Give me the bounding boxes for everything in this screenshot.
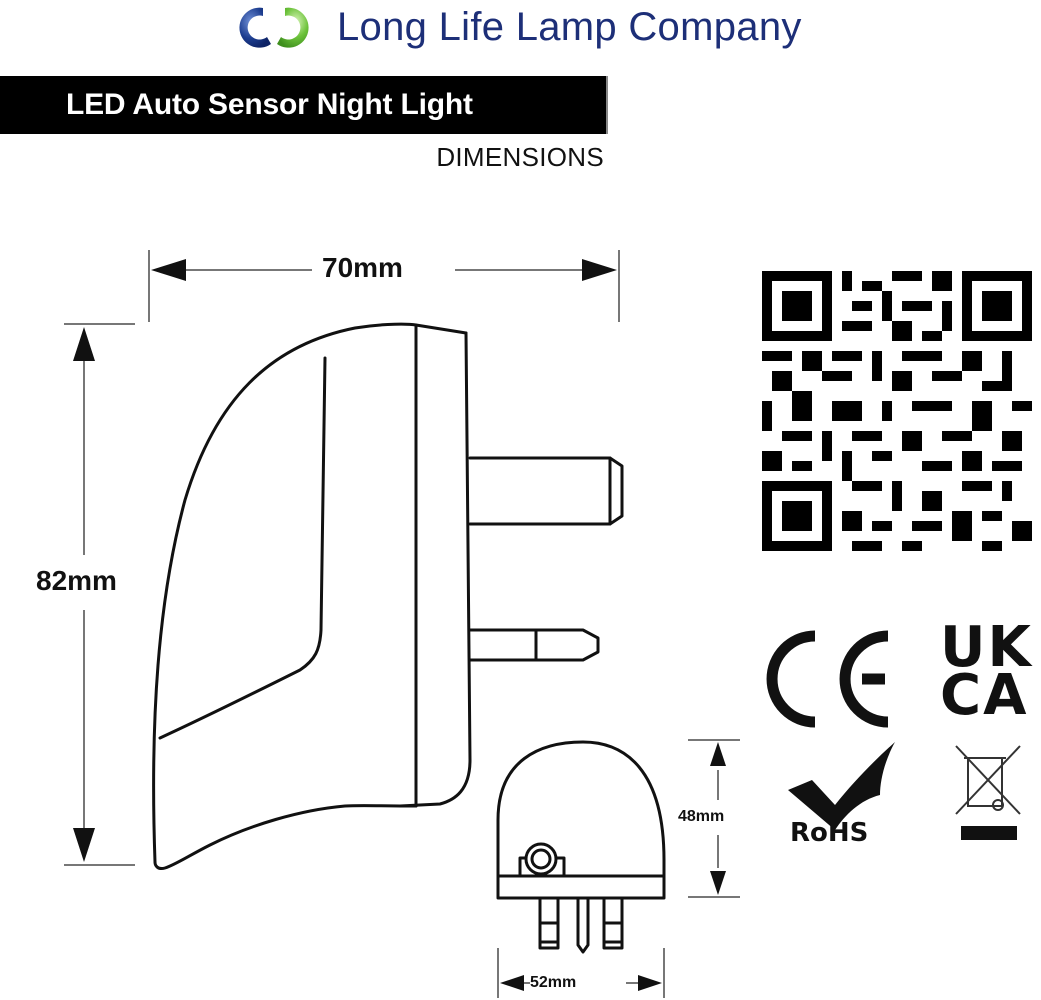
interlocking-rings-logo-icon xyxy=(239,7,309,48)
ukca-top: UK xyxy=(940,615,1033,680)
company-name: Long Life Lamp Company xyxy=(337,4,802,49)
section-subtitle: DIMENSIONS xyxy=(436,142,604,172)
ukca-bottom: CA xyxy=(940,663,1029,728)
ce-mark-icon xyxy=(766,630,889,728)
qr-code-icon[interactable] xyxy=(762,270,1032,552)
height-dimension-82mm xyxy=(64,323,135,866)
width-label-70mm: 70mm xyxy=(322,252,403,283)
height-label-82mm: 82mm xyxy=(36,565,117,596)
width-dimension-70mm xyxy=(148,250,620,322)
rohs-checkmark-icon xyxy=(788,742,895,830)
rohs-label: RoHS xyxy=(790,818,869,848)
front-view-outline xyxy=(496,740,666,954)
product-title-banner: LED Auto Sensor Night Light xyxy=(0,76,608,134)
product-title: LED Auto Sensor Night Light xyxy=(66,88,473,121)
height-label-48mm: 48mm xyxy=(678,808,725,825)
brand-header: Long Life Lamp Company xyxy=(233,0,802,54)
width-label-52mm: 52mm xyxy=(530,974,577,991)
height-dimension-48mm xyxy=(688,739,740,898)
width-dimension-52mm xyxy=(497,948,665,998)
weee-crossed-bin-icon xyxy=(955,745,1021,815)
side-view-outline xyxy=(152,322,624,870)
ukca-mark-icon: UK CA xyxy=(940,615,1036,728)
weee-bar xyxy=(961,826,1017,840)
